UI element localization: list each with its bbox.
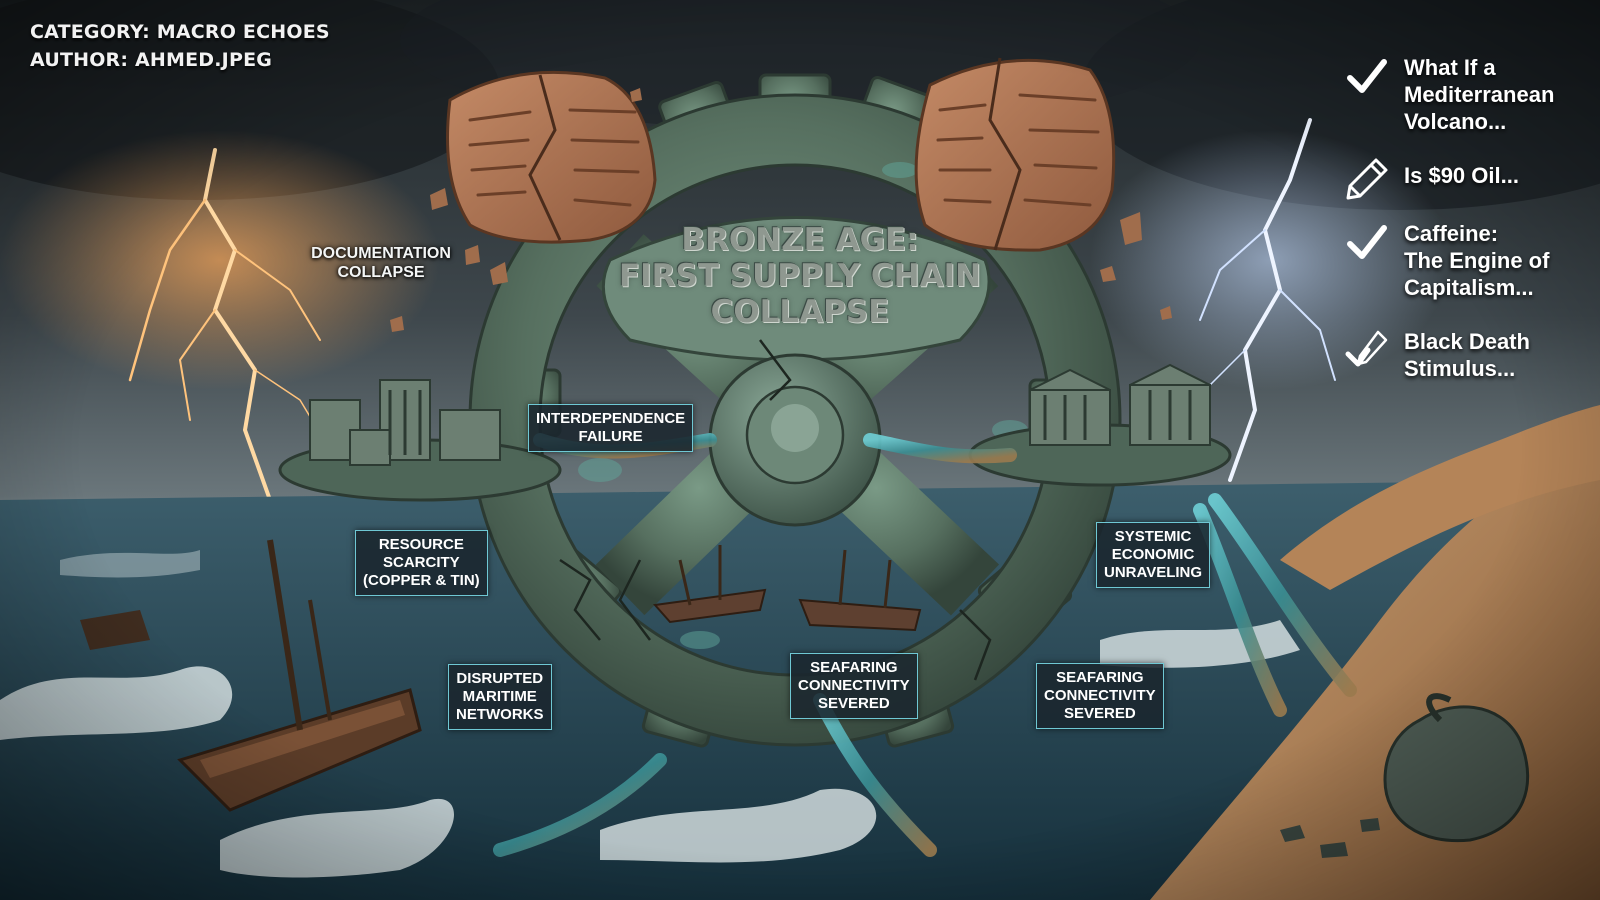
label-seafaring-connectivity-center: SEAFARING CONNECTIVITY SEVERED [790,653,918,719]
page-title: BRONZE AGE: FIRST SUPPLY CHAIN COLLAPSE [600,222,1000,330]
checkmark-pencil-icon [1345,330,1388,367]
label-seafaring-connectivity-right: SEAFARING CONNECTIVITY SEVERED [1036,663,1164,729]
pencil-icon [1346,158,1388,200]
label-disrupted-maritime-networks: DISRUPTED MARITIME NETWORKS [448,664,552,730]
checkmark-icon [1347,225,1387,259]
category-label: CATEGORY: MACRO ECHOES [30,21,330,43]
title-line: FIRST SUPPLY CHAIN [618,258,982,294]
post-meta: CATEGORY: MACRO ECHOES AUTHOR: AHMED.JPE… [30,18,330,74]
label-documentation-collapse: DOCUMENTATION COLLAPSE [311,245,451,281]
title-line: COLLAPSE [710,294,890,330]
author-label: AUTHOR: AHMED.JPEG [30,49,273,71]
label-systemic-economic-unraveling: SYSTEMIC ECONOMIC UNRAVELING [1096,522,1211,588]
title-line: BRONZE AGE: [681,222,919,258]
label-interdependence-failure: INTERDEPENDENCE FAILURE [528,404,694,452]
label-resource-scarcity: RESOURCE SCARCITY (COPPER & TIN) [355,530,488,596]
checkmark-icon [1347,59,1387,93]
